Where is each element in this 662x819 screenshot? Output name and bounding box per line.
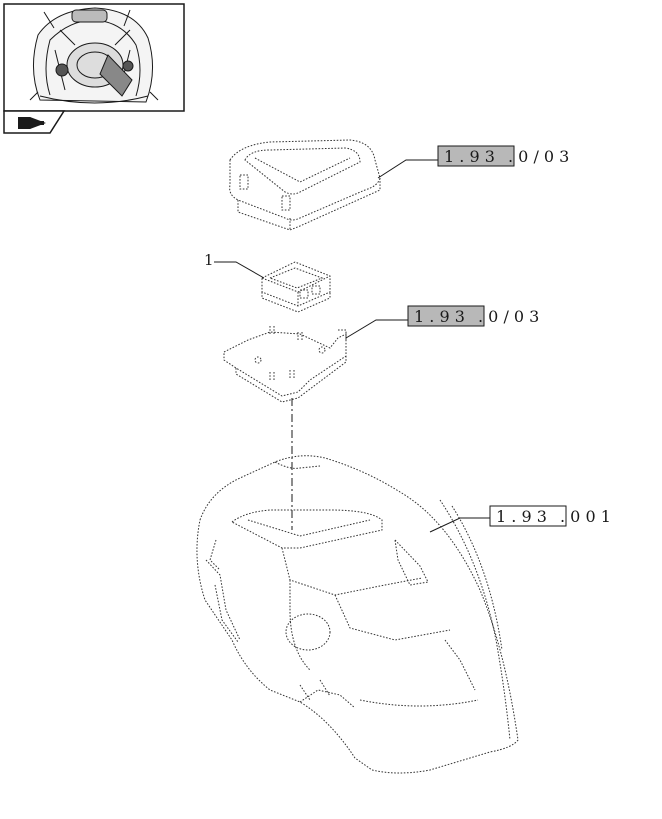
thumbnail-panel[interactable]	[3, 3, 185, 112]
callout-ref-1-digits: 1 . 9 3	[444, 147, 495, 166]
callout-ref-3[interactable]: 1 . 9 3 . 0 0 1	[429, 505, 611, 533]
callout-ref-1-rest: . 0 / 0 3	[508, 147, 569, 166]
next-page-arrow-icon	[18, 117, 46, 129]
item-label-1-text: 1	[204, 251, 214, 269]
callout-ref-3-digits: 1 . 9 3	[496, 507, 547, 526]
dashboard-shell-part	[196, 455, 519, 774]
callout-ref-1[interactable]: 1 . 9 3 . 0 / 0 3	[377, 145, 569, 179]
control-module-part	[261, 261, 331, 313]
upper-cover-part	[229, 139, 381, 231]
bracket-plate-part	[223, 326, 347, 403]
item-label-1[interactable]: 1	[204, 251, 265, 279]
callout-ref-3-rest: . 0 0 1	[560, 507, 611, 526]
callout-ref-2-digits: 1 . 9 3	[414, 307, 465, 326]
callout-ref-2-rest: . 0 / 0 3	[478, 307, 539, 326]
callout-ref-2[interactable]: 1 . 9 3 . 0 / 0 3	[345, 305, 539, 339]
next-page-arrow-button[interactable]	[3, 110, 66, 134]
tractor-cab-overview-icon	[29, 7, 159, 104]
